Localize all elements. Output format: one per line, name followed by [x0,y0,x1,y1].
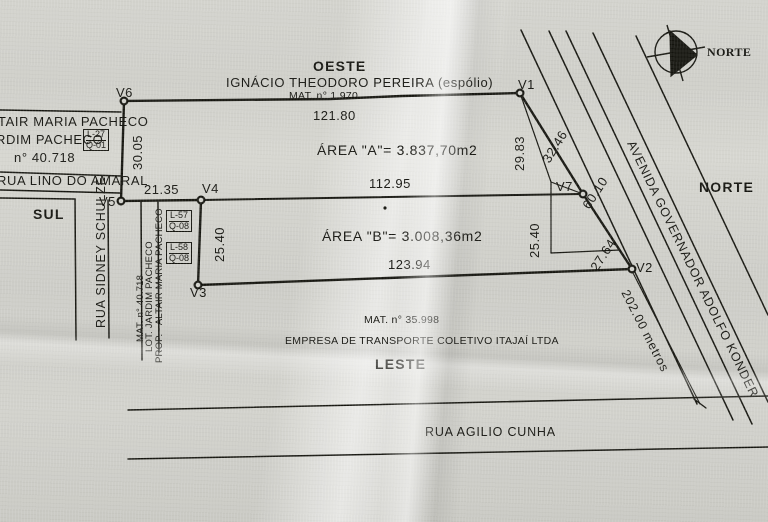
compass-rose-icon [646,24,706,82]
vertex-V5 [116,196,126,206]
lot-box-west-lot: L-27 [87,129,106,139]
west-parcel-line1: TAIR MARIA PACHECO [0,114,149,129]
street-rua-lino-do-amaral: RUA LINO DO AMARAL [0,173,148,188]
center-lot-lines [140,201,160,361]
vertex-label-V7: V7 [556,179,573,194]
south-parcel-registry: MAT. n° 35.998 [364,314,440,326]
center-parcel-line2: LOT. JARDIM PACHECO [144,241,155,352]
dimension-east-lower: 25.40 [527,222,542,258]
vertex-V6 [119,96,129,106]
vertex-V4 [196,195,206,205]
avenue-length-tick [693,398,707,409]
cardinal-sul: SUL [33,206,65,222]
cardinal-norte: NORTE [699,179,754,195]
lot-box-lower-block: Q-08 [169,252,190,263]
vertex-label-V4: V4 [202,181,219,196]
compass-label: NORTE [707,45,752,59]
center-parcel-line3: MAT. n° 40.718 [135,274,146,342]
street-rua-sidney-schulze: RUA SIDNEY SCHULZE [94,176,108,328]
north-parcel-registry: MAT. n° 1.970 [289,90,359,102]
lot-box-west-block: Q-01 [86,139,107,150]
vertex-label-V6: V6 [116,85,133,100]
west-parcel-line3: n° 40.718 [14,150,76,165]
dimension-west: 30.05 [130,134,145,170]
north-parcel-owner: IGNÁCIO THEODORO PEREIRA (espólio) [226,75,494,90]
dimension-ticks [519,92,621,254]
rua-lino-do-amaral-lines [0,171,122,194]
lot-box-upper-lot: L-57 [170,210,189,220]
lot-box-upper-block: Q-08 [169,220,190,231]
lot-box-lower-lot: L-58 [170,242,189,252]
vertex-label-V2: V2 [636,260,653,275]
vertex-V7 [578,189,588,199]
dimension-top: 121.80 [313,108,356,123]
area-a-label: ÁREA "A"= 3.837,70m2 [317,142,478,158]
vertex-label-V3: V3 [190,285,207,300]
vertex-V1 [515,88,525,98]
vertex-label-V5: V5 [99,194,116,209]
dimension-inner-left: 25.40 [212,226,227,262]
cardinal-leste: LESTE [375,356,427,372]
vertex-label-V1: V1 [518,77,535,92]
street-rua-agilio-cunha: RUA AGILIO CUNHA [425,425,556,439]
rua-sidney-schulze-lines [107,199,110,339]
dimension-east-upper: 29.83 [512,135,527,171]
rua-agilio-cunha-lines [127,395,768,460]
area-division-line [200,193,584,201]
dimension-upper-left: 21.35 [144,182,180,197]
lot-box-upper: L-57 Q-08 [166,210,193,232]
area-b-label: ÁREA "B"= 3.008,36m2 [322,228,483,244]
vertex-markers [116,88,637,290]
dimension-bottom: 123.94 [388,257,431,272]
center-parcel-line1: PROP. - ALTAIR MARIA PACHECO [154,208,165,363]
vertex-V2 [627,264,637,274]
parcel-boundary [119,91,634,287]
dimension-middle: 112.95 [369,176,411,191]
vertex-V3 [193,280,203,290]
area-b-center-dot [383,206,387,210]
south-parcel-owner: EMPRESA DE TRANSPORTE COLETIVO ITAJAÍ LT… [285,335,559,347]
lot-box-west: L-27 Q-01 [83,129,110,151]
west-parcel-line2: RDIM PACHECO [0,132,104,147]
avenue-length-leader [631,270,701,405]
west-block-outline [0,109,122,341]
cardinal-oeste: OESTE [313,58,367,74]
lot-box-lower: L-58 Q-08 [166,242,193,264]
